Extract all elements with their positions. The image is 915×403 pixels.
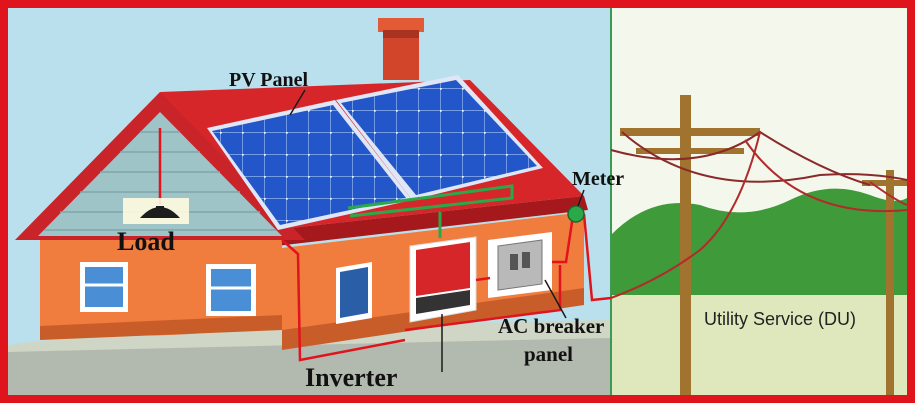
meter-icon: [567, 205, 585, 223]
utility-pole-icon: [620, 95, 760, 395]
chimney: [378, 18, 424, 80]
dc-wire: [347, 184, 514, 218]
window-icon: [80, 262, 128, 312]
ac-breaker-label-line2: panel: [524, 342, 574, 366]
breaker-panel-icon: [488, 232, 552, 298]
solar-panel-icon: [207, 100, 412, 230]
meter-label: Meter: [572, 168, 625, 190]
utility-service-label: Utility Service (DU): [704, 309, 857, 329]
foundation: [40, 315, 282, 340]
ceiling-lamp-icon: [123, 198, 189, 224]
grass-field: [611, 295, 907, 395]
ground-shadow: [8, 338, 610, 395]
inverter-label: Inverter: [305, 363, 398, 392]
roof-edge: [272, 196, 588, 246]
window-icon: [336, 262, 372, 324]
side-foundation: [282, 288, 584, 350]
ac-breaker-label: AC breaker: [498, 314, 605, 338]
grid-feed-line: [610, 131, 761, 299]
solar-panel-icon: [336, 75, 543, 200]
ac-wire: [158, 128, 612, 362]
pv-panel-label: PV Panel: [229, 69, 309, 91]
window-icon: [206, 264, 256, 316]
inverter-icon: [409, 236, 477, 323]
label-pointers: [289, 89, 585, 372]
utility-pole-icon: [862, 170, 907, 395]
load-label: Load: [117, 227, 175, 256]
